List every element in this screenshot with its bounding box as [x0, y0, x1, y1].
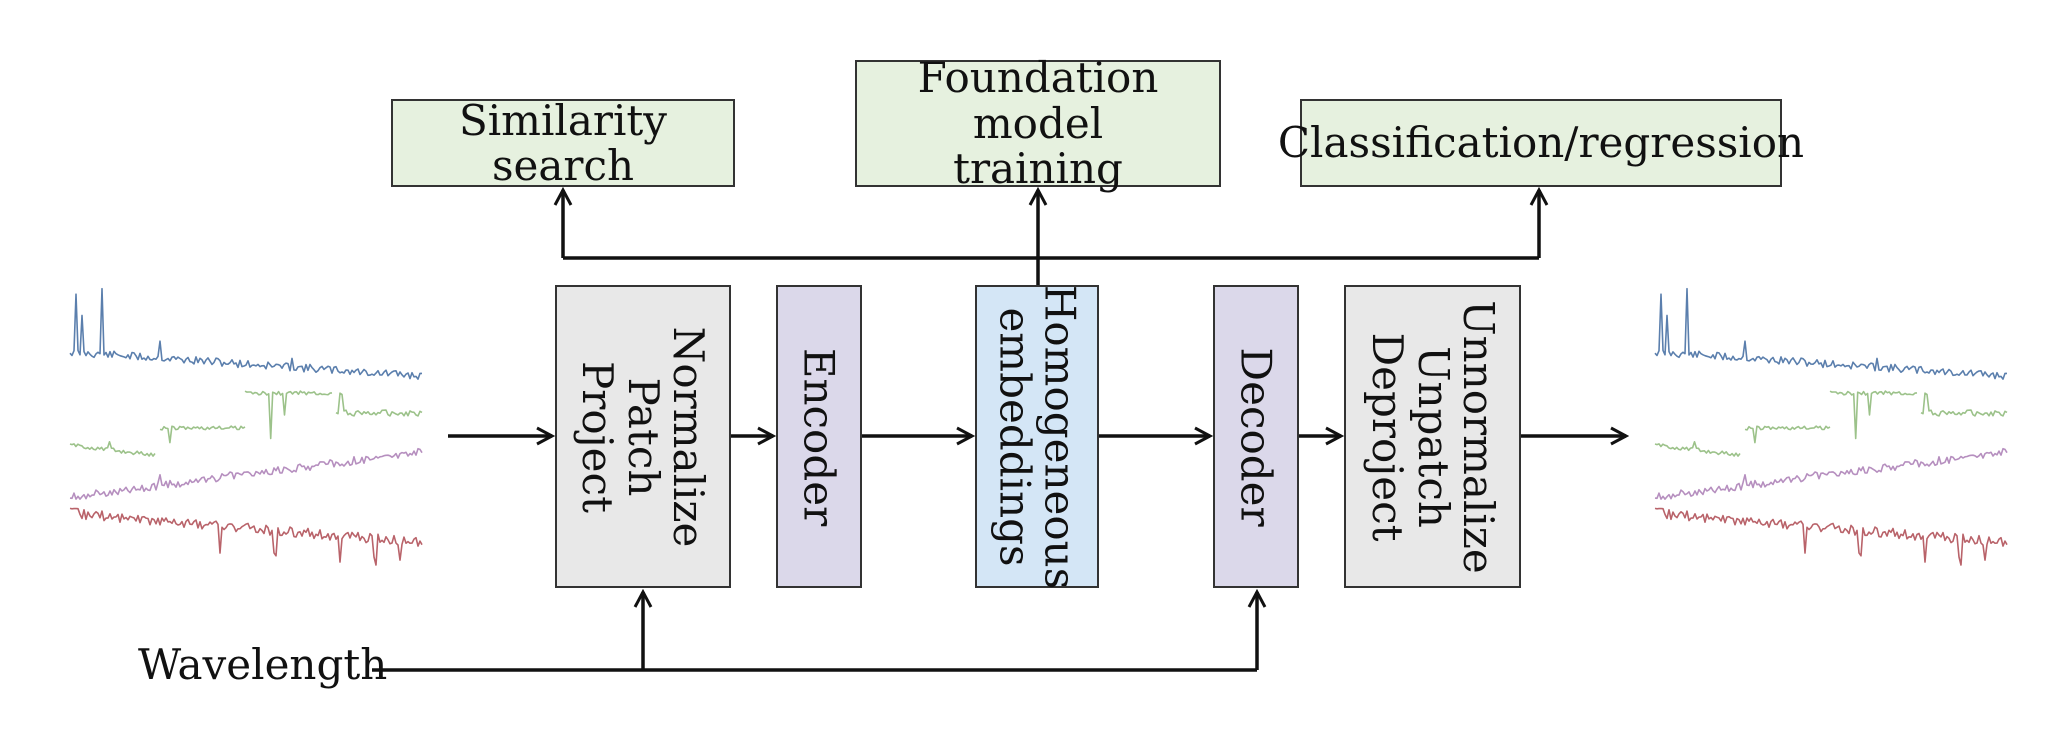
- unnormalize-unpatch-deproject-block: Unnormalize Unpatch Deproject: [1344, 285, 1521, 588]
- spectrum-trace-3: [1920, 392, 2008, 417]
- classification-regression-label: Classification/regression: [1277, 118, 1805, 168]
- spectrum-trace-1: [1654, 287, 2007, 380]
- homogeneous-embeddings-label: Homogeneous embeddings: [990, 284, 1085, 589]
- normalize-patch-project-label: Normalize Patch Project: [573, 326, 714, 547]
- output-spectra: [1654, 287, 2008, 566]
- spectrum-trace-4: [159, 425, 246, 444]
- encoder-block: Encoder: [776, 285, 862, 588]
- spectrum-trace-7: [1654, 507, 2008, 566]
- input-spectra: [69, 287, 423, 566]
- spectrum-trace-7: [69, 507, 423, 566]
- spectrum-trace-5: [69, 441, 156, 457]
- spectrum-trace-6: [69, 447, 423, 500]
- similarity-search-box: Similarity search: [391, 95, 735, 190]
- spectrum-trace-2: [1829, 390, 1918, 440]
- spectrum-trace-5: [1654, 441, 1741, 457]
- spectrum-trace-2: [244, 390, 333, 440]
- homogeneous-embeddings-block: Homogeneous embeddings: [975, 284, 1099, 589]
- classification-regression-box: Classification/regression: [1278, 99, 1804, 187]
- spectrum-trace-4: [1744, 425, 1831, 444]
- wavelength-label: Wavelength: [138, 640, 388, 689]
- decoder-label: Decoder: [1231, 346, 1281, 527]
- encoder-label: Encoder: [794, 347, 844, 526]
- decoder-block: Decoder: [1213, 285, 1299, 588]
- unnormalize-unpatch-deproject-label: Unnormalize Unpatch Deproject: [1362, 299, 1503, 574]
- spectrum-trace-1: [69, 287, 422, 380]
- spectrum-trace-3: [335, 392, 423, 417]
- spectrum-trace-6: [1654, 447, 2008, 500]
- foundation-model-training-box: Foundation model training: [855, 55, 1221, 191]
- similarity-search-label: Similarity search: [458, 95, 668, 190]
- normalize-patch-project-block: Normalize Patch Project: [555, 285, 731, 588]
- foundation-model-training-label: Foundation model training: [917, 53, 1159, 194]
